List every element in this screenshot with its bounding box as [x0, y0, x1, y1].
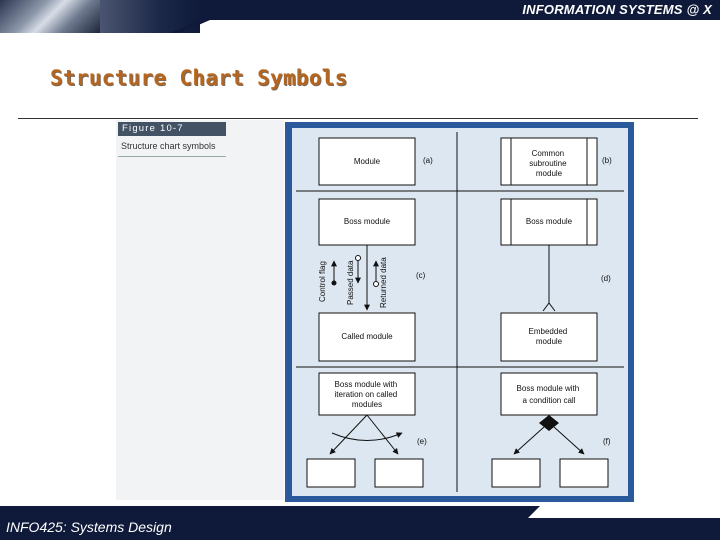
panel-label-b: (b) — [602, 156, 612, 165]
passed-data-label: Passed data — [346, 260, 355, 305]
figure-label: Figure 10-7 — [118, 122, 226, 136]
condition-arrow-left — [513, 426, 545, 455]
header-title: INFORMATION SYSTEMS @ X — [522, 2, 712, 17]
passed-data-circle — [355, 255, 361, 261]
figure-caption-panel — [116, 120, 284, 500]
returned-data-circle — [373, 281, 379, 287]
condition-child-right — [559, 458, 609, 488]
condition-child-left — [491, 458, 541, 488]
condition-arrow-right — [553, 426, 585, 455]
figure-caption: Structure chart symbols — [121, 141, 216, 151]
iteration-boss-label: Boss module with iteration on called mod… — [335, 380, 400, 409]
called-module-box — [318, 312, 416, 362]
iteration-child-left — [306, 458, 356, 488]
header-photo — [0, 0, 100, 33]
figure-caption-divider — [118, 156, 226, 157]
embedded-module-box — [500, 312, 598, 362]
panel-label-c: (c) — [416, 271, 426, 280]
panel-label-a: (a) — [423, 156, 433, 165]
boss-module-box-c — [318, 198, 416, 246]
iteration-child-right — [374, 458, 424, 488]
panel-label-f: (f) — [603, 437, 611, 446]
condition-boss-box — [500, 372, 598, 416]
embed-caret-d — [542, 302, 556, 312]
boss-module-label-d: Boss module — [526, 217, 573, 226]
common-subroutine-box — [500, 137, 598, 186]
slide-title: Structure Chart Symbols — [50, 66, 348, 90]
returned-data-label: Returned data — [379, 257, 388, 308]
structure-chart-diagram: Module (a) Common subroutine module (b) … — [296, 132, 624, 492]
control-flag-label: Control flag — [318, 261, 327, 302]
boss-module-box-d — [500, 198, 598, 246]
common-subroutine-label: Common subroutine module — [529, 149, 569, 178]
footer-title: INFO425: Systems Design — [6, 519, 172, 535]
panel-label-e: (e) — [417, 437, 427, 446]
module-label: Module — [354, 157, 381, 166]
panel-label-d: (d) — [601, 274, 611, 283]
iteration-boss-box — [318, 372, 416, 416]
header-bar: INFORMATION SYSTEMS @ X — [0, 0, 720, 33]
boss-module-label-c: Boss module — [344, 217, 391, 226]
control-flag-dot — [331, 280, 337, 286]
embedded-module-label: Embedded module — [529, 327, 570, 346]
title-divider — [18, 118, 698, 119]
module-box — [318, 137, 416, 186]
iteration-arrow-right — [366, 414, 399, 455]
condition-boss-label: Boss module with a condition call — [517, 384, 582, 405]
footer-bar — [0, 506, 720, 540]
header-band — [200, 0, 720, 20]
iteration-loop-arrow — [331, 432, 403, 441]
called-module-label: Called module — [341, 332, 393, 341]
iteration-arrow-left — [329, 414, 368, 455]
header-slope — [170, 20, 210, 33]
